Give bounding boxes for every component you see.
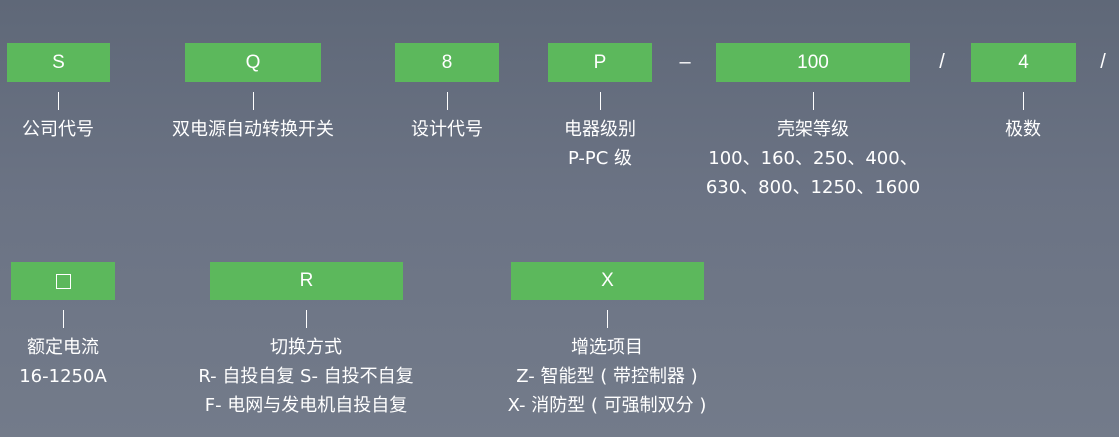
label-company: 公司代号 (22, 115, 94, 144)
label-line: P-PC 级 (567, 148, 633, 169)
code-box-product: Q (185, 43, 321, 82)
label-design: 设计代号 (411, 115, 483, 144)
separator-dash: – (679, 51, 691, 73)
code-class: P (593, 51, 607, 73)
label-line: 切换方式 (269, 337, 342, 358)
label-line: F- 电网与发电机自投自复 (204, 395, 408, 416)
connector-tick (813, 92, 814, 110)
code-box-class: P (548, 43, 652, 82)
label-line: 壳架等级 (777, 119, 849, 140)
label-line: 630、800、1250、1600 (705, 177, 921, 198)
code-box-current (11, 262, 115, 300)
code-box-options: X (511, 262, 704, 300)
label-line: 设计代号 (411, 119, 483, 140)
code-box-poles: 4 (971, 43, 1076, 82)
label-class: 电器级别 P-PC 级 (564, 115, 636, 173)
label-line: 额定电流 (27, 337, 99, 358)
label-line: 公司代号 (22, 119, 94, 140)
separator-slash-1: / (939, 51, 945, 73)
connector-tick (306, 310, 307, 328)
label-line: 双电源自动转换开关 (172, 119, 334, 140)
code-box-switching: R (210, 262, 403, 300)
connector-tick (600, 92, 601, 110)
connector-tick (1023, 92, 1024, 110)
label-line: R- 自投自复 S- 自投不自复 (198, 366, 414, 387)
label-line: 增选项目 (571, 337, 643, 358)
label-line: 电器级别 (564, 119, 636, 140)
connector-tick (58, 92, 59, 110)
code-options: X (601, 270, 614, 291)
connector-tick (447, 92, 448, 110)
code-product: Q (245, 51, 261, 73)
label-line: Z- 智能型 ( 带控制器 ) (516, 366, 698, 387)
connector-tick (253, 92, 254, 110)
code-box-company: S (7, 43, 110, 82)
label-switching: 切换方式 R- 自投自复 S- 自投不自复 F- 电网与发电机自投自复 (198, 333, 413, 420)
code-frame: 100 (797, 51, 829, 73)
label-line: 100、160、250、400、 (708, 148, 918, 169)
code-switching: R (299, 270, 314, 291)
connector-tick (63, 310, 64, 328)
code-box-design: 8 (395, 43, 499, 82)
empty-square-icon (55, 273, 71, 289)
label-options: 增选项目 Z- 智能型 ( 带控制器 ) X- 消防型 ( 可强制双分 ) (508, 333, 707, 420)
code-design: 8 (441, 51, 453, 73)
code-poles: 4 (1018, 51, 1029, 73)
label-current: 额定电流 16-1250A (19, 333, 107, 391)
label-product: 双电源自动转换开关 (172, 115, 334, 144)
code-company: S (52, 51, 65, 73)
label-poles: 极数 (1005, 115, 1041, 144)
label-line: 16-1250A (19, 366, 107, 387)
separator-slash-2: / (1100, 51, 1106, 73)
label-line: X- 消防型 ( 可强制双分 ) (507, 395, 707, 416)
label-line: 极数 (1005, 119, 1041, 140)
code-box-frame: 100 (716, 43, 910, 82)
connector-tick (607, 310, 608, 328)
label-frame: 壳架等级 100、160、250、400、 630、800、1250、1600 (706, 115, 920, 202)
